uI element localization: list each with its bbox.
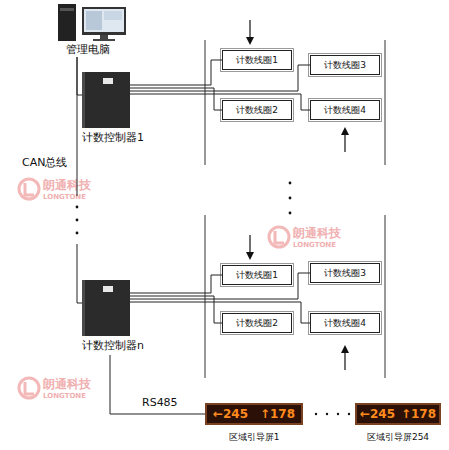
count-coil: 计数线圈3	[310, 263, 380, 283]
count-coil: 计数线圈3	[310, 55, 380, 75]
continuation-dot	[76, 206, 79, 209]
bus-label: CAN总线	[22, 155, 67, 170]
connector-line	[130, 302, 310, 323]
continuation-dot	[289, 182, 292, 185]
pc-window	[86, 11, 102, 30]
node-label: 计数线圈1	[236, 54, 278, 67]
continuation-dot	[348, 413, 350, 415]
cabinet-body	[82, 280, 130, 336]
continuation-dot	[337, 413, 339, 415]
node-label: 区域引导屏1	[205, 431, 303, 444]
watermark-logo	[25, 183, 34, 195]
connector-line	[77, 57, 82, 303]
node-label: 计数线圈2	[236, 317, 278, 330]
pc-screen	[84, 9, 124, 32]
led-count: ←245	[213, 407, 248, 421]
lane-wall	[205, 215, 206, 378]
count-controller: 计数控制器1	[82, 72, 130, 147]
count-coil: 计数线圈2	[222, 100, 292, 120]
watermark-logo	[19, 378, 39, 398]
lane-wall	[205, 40, 206, 165]
count-coil: 计数线圈2	[222, 313, 292, 333]
continuation-dot	[315, 413, 317, 415]
watermark-text: LONGTONE	[43, 193, 86, 201]
node-label: 计数控制器n	[82, 338, 144, 353]
cabinet-plate	[103, 286, 113, 292]
pc-stand	[93, 39, 115, 41]
count-controller: 计数控制器n	[82, 280, 130, 355]
connector-line	[130, 60, 222, 85]
guide-screen: ←245 ↑178 区域引导屏1	[205, 403, 303, 449]
direction-arrow	[344, 134, 345, 152]
connector-label: RS485	[142, 396, 178, 409]
watermark-logo	[25, 382, 34, 394]
connector-line	[77, 57, 82, 95]
node-label: 计数控制器1	[82, 130, 144, 145]
led-count: ←245	[360, 407, 395, 421]
node-label: 计数线圈4	[324, 317, 366, 330]
node-label: 计数线圈1	[236, 269, 278, 282]
direction-arrow-head	[341, 127, 349, 135]
connector-line	[130, 296, 222, 323]
cabinet-body	[82, 72, 130, 128]
pc-stand	[100, 35, 108, 39]
count-coil: 计数线圈4	[310, 313, 380, 333]
led-count: ↑178	[260, 407, 295, 421]
connector-line	[130, 88, 222, 110]
watermark-text: LONGTONE	[43, 392, 86, 400]
guide-screen: ←245 ↑178 区域引导屏254	[355, 403, 441, 449]
node-label: 区域引导屏254	[355, 431, 441, 444]
cabinet-edge	[82, 72, 85, 128]
direction-arrow	[249, 235, 250, 253]
direction-arrow	[249, 20, 250, 38]
watermark-logo	[275, 231, 284, 243]
watermark-logo	[19, 179, 39, 199]
watermark-text: 朗通科技	[43, 177, 91, 194]
node-label: 计数线圈3	[324, 59, 366, 72]
direction-arrow-head	[246, 37, 254, 45]
direction-arrow-head	[341, 345, 349, 353]
watermark-logo	[269, 227, 289, 247]
pc-window	[104, 11, 122, 20]
connector-line	[130, 94, 310, 110]
node-label: 管理电脑	[48, 42, 128, 57]
cabinet-plate	[103, 78, 113, 84]
watermark-text: 朗通科技	[293, 225, 341, 242]
led-display: ←245 ↑178	[355, 403, 441, 425]
led-count: ↑178	[401, 407, 436, 421]
node-label: 计数线圈3	[324, 267, 366, 280]
pc-drive	[60, 8, 74, 11]
connector-line	[130, 65, 310, 91]
lane-wall	[385, 215, 386, 378]
direction-arrow	[344, 352, 345, 370]
lane-wall	[385, 40, 386, 165]
pc-monitor	[82, 7, 126, 35]
continuation-dot	[289, 197, 292, 200]
count-coil: 计数线圈4	[310, 100, 380, 120]
pc-tower	[58, 4, 76, 41]
node-label: 计数线圈4	[324, 104, 366, 117]
connector-line	[130, 275, 222, 293]
node-label: 计数线圈2	[236, 104, 278, 117]
continuation-dot	[76, 219, 79, 222]
management-pc: 管理电脑	[48, 2, 128, 57]
watermark-text: 朗通科技	[43, 376, 91, 393]
watermark-text: LONGTONE	[293, 241, 336, 249]
continuation-dot	[326, 413, 328, 415]
connector-line	[110, 355, 205, 414]
connector-line	[130, 273, 310, 299]
direction-arrow-head	[246, 252, 254, 260]
count-coil: 计数线圈1	[222, 265, 292, 285]
led-display: ←245 ↑178	[205, 403, 303, 425]
continuation-dot	[76, 232, 79, 235]
cabinet-edge	[82, 280, 85, 336]
count-coil: 计数线圈1	[222, 50, 292, 70]
continuation-dot	[289, 212, 292, 215]
